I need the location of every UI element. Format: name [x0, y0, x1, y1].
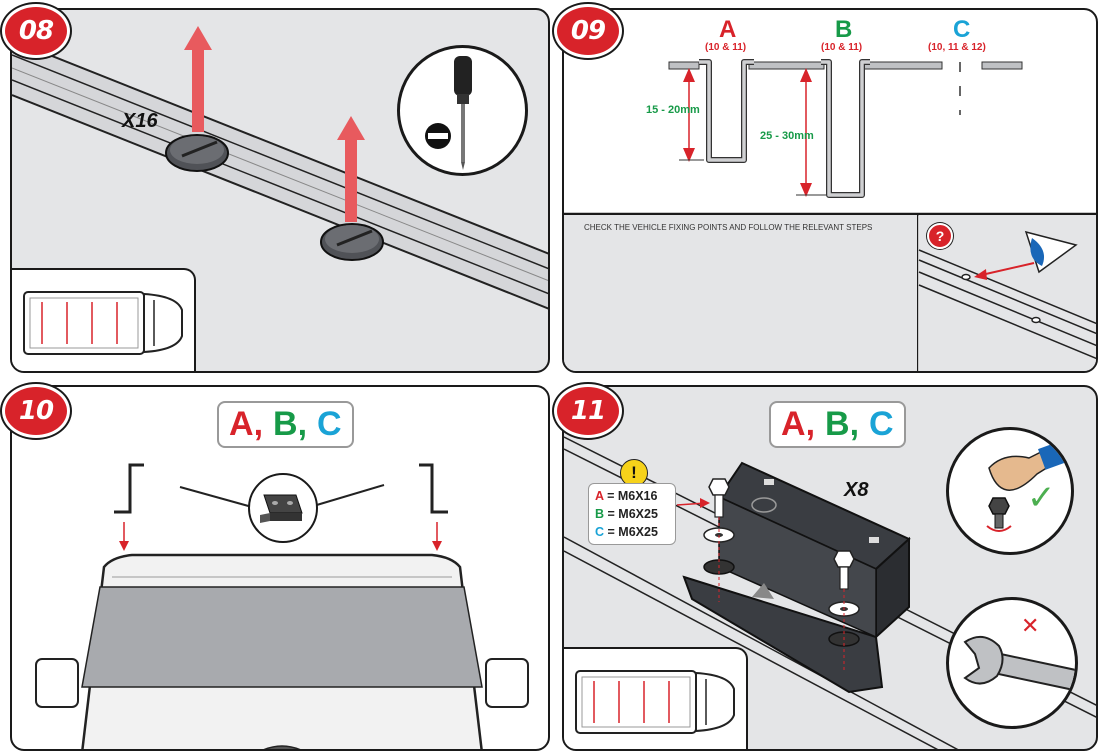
dimension-arrow-icon	[679, 68, 704, 162]
step-badge: 08	[2, 4, 70, 58]
rail-position-marks	[593, 681, 670, 723]
instruction-text: CHECK THE VEHICLE FIXING POINTS AND FOLL…	[584, 223, 873, 232]
variant-c-letter: C	[317, 405, 342, 443]
mounting-bracket-icon	[260, 494, 303, 523]
van-front-icon	[35, 553, 529, 749]
check-icon: ✓	[1027, 478, 1056, 518]
van-top-view-inset	[564, 647, 748, 749]
van-top-view-icon	[575, 670, 735, 734]
hand-icon	[988, 440, 1070, 491]
rail-detail-icon	[918, 249, 1096, 360]
dimension-arrow-icon	[796, 68, 826, 197]
hand-tighten-circle: ✓	[946, 427, 1074, 555]
column-a-letter: A	[719, 16, 737, 43]
van-front-illustration	[35, 463, 529, 749]
bolt-axis-line	[718, 517, 845, 672]
step-badge: 10	[2, 384, 70, 438]
bracket-profile-icon	[114, 463, 448, 514]
step-09-panel: A (10 & 11) B (10 & 11) C (10, 11 & 12) …	[562, 8, 1098, 373]
column-b-steps: (10 & 11)	[821, 42, 863, 53]
eye-icon	[1024, 230, 1078, 274]
step-10-panel: A , B , C	[10, 385, 550, 751]
step-badge: 11	[554, 384, 622, 438]
bolt-icon	[988, 497, 1010, 529]
alert-icon: !	[620, 459, 648, 487]
callout-arrow-icon	[676, 498, 710, 508]
rail-cap-icon	[165, 134, 229, 172]
bolt-icon	[708, 478, 855, 590]
dimension-a-label: 15 - 20mm	[646, 104, 700, 116]
down-arrow-icon	[119, 522, 442, 551]
variant-b-letter: B	[825, 405, 850, 443]
lift-arrow-icon	[184, 26, 365, 222]
variant-b-letter: B	[273, 405, 298, 443]
bracket-detail-circle	[248, 473, 318, 543]
cross-icon: ✕	[1021, 614, 1040, 639]
sight-line-arrow-icon	[974, 262, 1035, 280]
separator: ,	[805, 405, 816, 443]
column-a-steps: (10 & 11)	[705, 42, 747, 53]
separator: ,	[297, 405, 308, 443]
wrench-icon	[963, 635, 1075, 691]
quantity-label: X8	[844, 479, 869, 501]
roof-bracket-icon	[682, 461, 911, 694]
step-08-panel: X16	[10, 8, 550, 373]
separator: ,	[253, 405, 264, 443]
variant-c-letter: C	[869, 405, 894, 443]
rail-profile-diagram	[564, 59, 1096, 371]
question-icon: ?	[927, 223, 953, 249]
variant-label-box: A , B , C	[769, 401, 906, 448]
rail-cap-icon	[320, 223, 384, 261]
dimension-b-label: 25 - 30mm	[760, 130, 814, 142]
screwdriver-tool-circle	[397, 45, 528, 176]
column-b-letter: B	[835, 16, 853, 43]
variant-label-box: A , B , C	[217, 401, 354, 448]
flat-head-screw-icon	[425, 123, 451, 149]
van-top-view-icon	[23, 291, 183, 355]
roof-rail-illustration	[12, 26, 548, 310]
bolt-spec-a: A = M6X16	[595, 489, 658, 503]
separator: ,	[849, 405, 860, 443]
quantity-label: X16	[122, 110, 158, 132]
bolt-spec-list: A = M6X16 B = M6X25 C = M6X25	[588, 483, 676, 545]
step-badge: 09	[554, 4, 622, 58]
bolt-spec-c: C = M6X25	[595, 525, 658, 539]
step-11-panel: A , B , C X8 ! A = M6X16 B = M6X25 C = M…	[562, 385, 1098, 751]
variant-a-letter: A	[781, 405, 806, 443]
no-wrench-circle: ✕	[946, 597, 1078, 729]
van-top-view-inset	[12, 268, 196, 371]
column-c-steps: (10, 11 & 12)	[928, 42, 986, 53]
rail-position-marks	[41, 302, 118, 344]
column-c-letter: C	[953, 16, 971, 43]
bolt-spec-b: B = M6X25	[595, 507, 658, 521]
screwdriver-icon	[454, 56, 472, 170]
variant-a-letter: A	[229, 405, 254, 443]
